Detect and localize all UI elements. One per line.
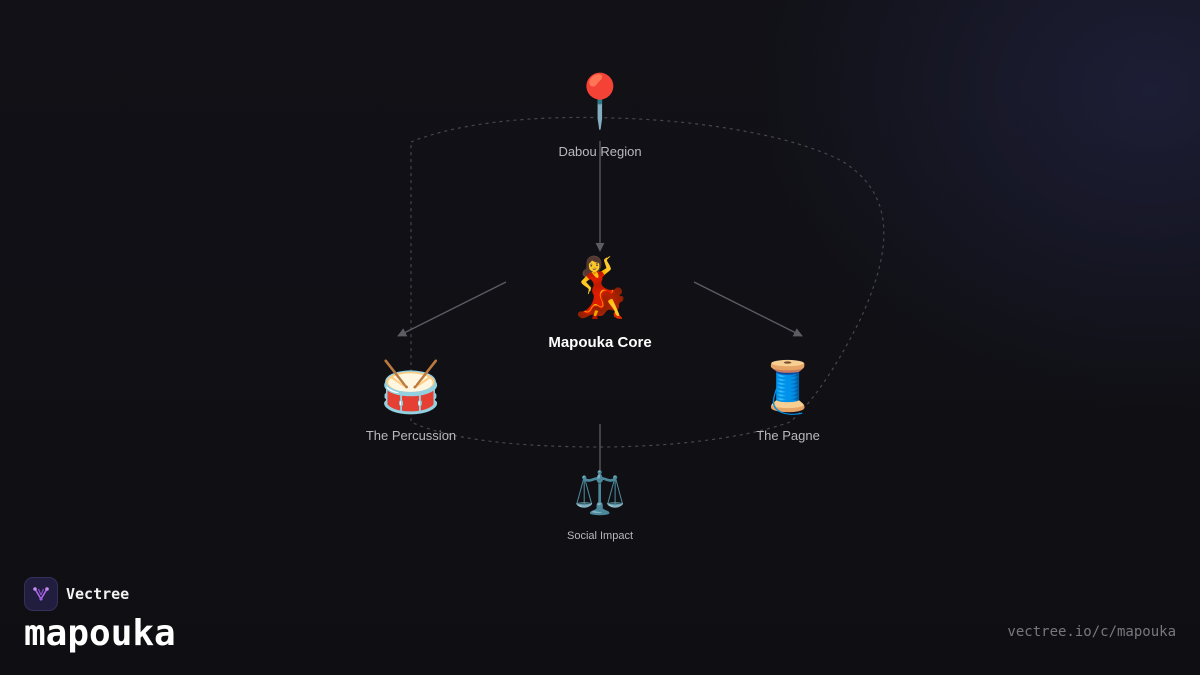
drum-icon: 🥁 [379,358,443,416]
round-pushpin-icon: 📍 [567,72,633,132]
node-label: Dabou Region [558,144,642,159]
node-label: The Pagne [756,428,820,443]
edge-core-percussion [397,281,507,337]
node-the-pagne[interactable]: 🧵 The Pagne [756,362,820,443]
company-name: Vectree [66,585,130,603]
page-title: mapouka [24,613,176,654]
branding: Vectree mapouka [24,577,176,655]
vectree-logo-icon[interactable] [24,577,58,611]
brand-header: Vectree [24,577,176,611]
node-social-impact[interactable]: ⚖️ Social Impact [566,468,634,543]
node-label: The Percussion [365,428,457,443]
node-dabou-region[interactable]: 📍 Dabou Region [558,76,641,159]
node-the-percussion[interactable]: 🥁 The Percussion [366,362,456,443]
node-mapouka-core[interactable]: 💃 Mapouka Core [548,258,651,351]
dancer-icon: 💃 [563,253,637,321]
boundary-loop [410,116,885,448]
node-label: Social Impact [566,530,634,542]
thread-spool-icon: 🧵 [756,358,820,416]
node-label: Mapouka Core [548,334,652,351]
balance-scale-icon: ⚖️ [573,468,627,517]
edge-core-pagne [693,281,803,337]
source-url[interactable]: vectree.io/c/mapouka [1007,624,1176,640]
vectree-logo-mark [33,587,49,601]
